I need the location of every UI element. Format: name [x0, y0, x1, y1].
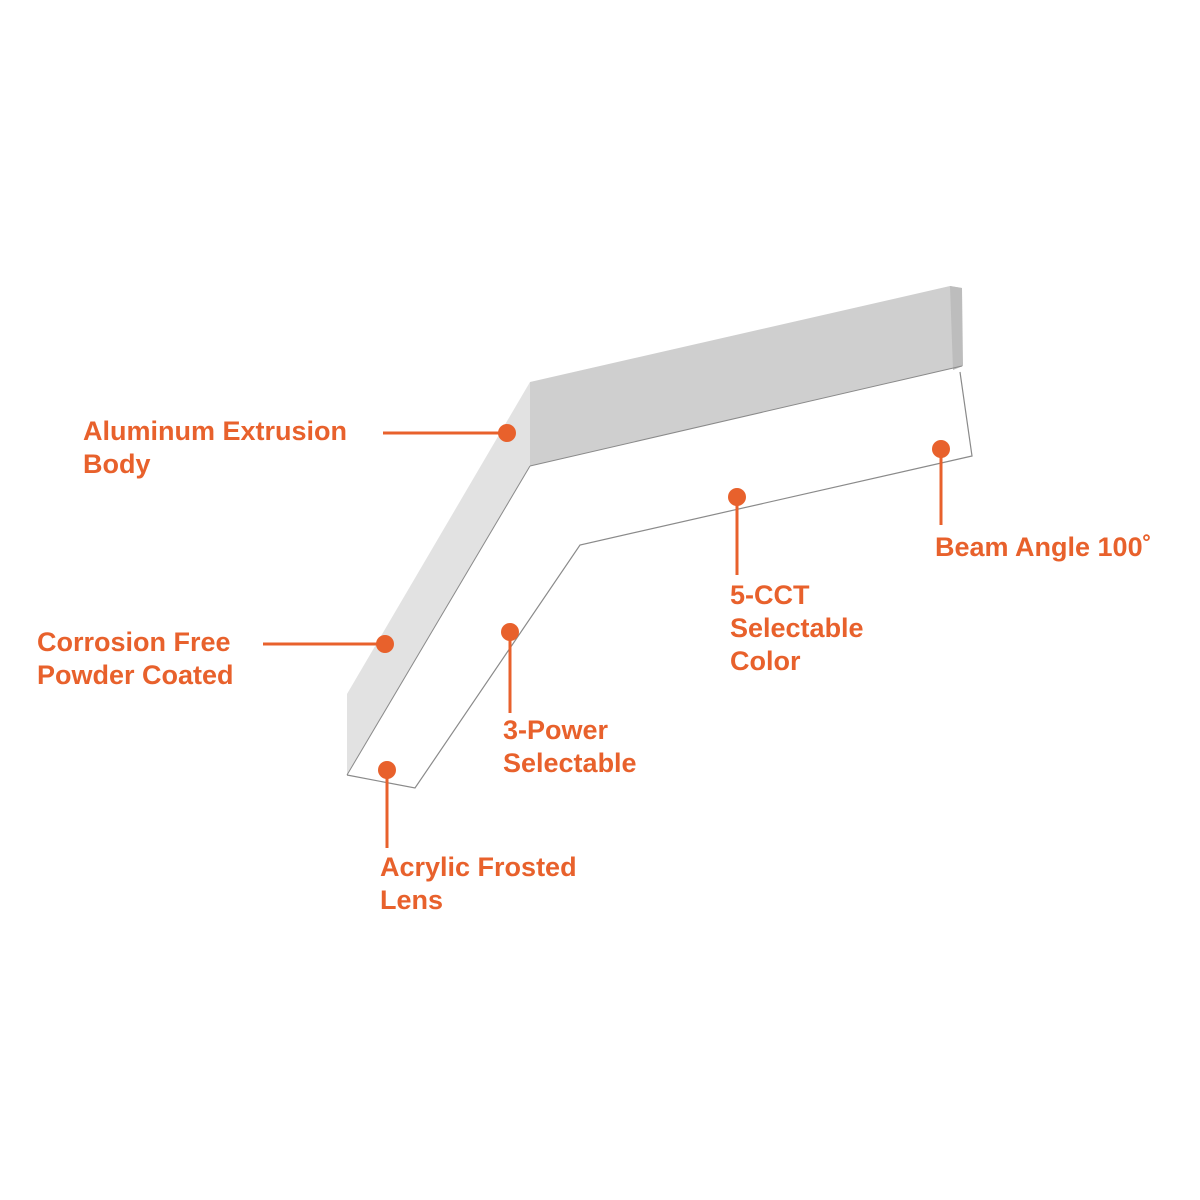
callout-leaders	[263, 424, 950, 848]
callout-dot-coating	[376, 635, 394, 653]
callout-text: Beam Angle 100˚	[935, 532, 1152, 562]
callout-dot-power	[501, 623, 519, 641]
callout-text: Selectable	[503, 748, 637, 778]
callout-text: Powder Coated	[37, 660, 234, 690]
callout-dot-body	[498, 424, 516, 442]
fixture-end-cap	[950, 286, 963, 370]
callout-dot-cct	[728, 488, 746, 506]
fixture-long-side-face	[530, 286, 962, 466]
callout-text: 5-CCT	[730, 580, 810, 610]
callout-text: Color	[730, 646, 801, 676]
callout-label-lens: Acrylic Frosted Lens	[380, 851, 577, 917]
fixture-body	[346, 286, 973, 789]
lens-outline	[346, 371, 973, 789]
callout-dot-beam	[932, 440, 950, 458]
callout-text: Body	[83, 449, 151, 479]
callout-text: Lens	[380, 885, 444, 915]
callout-label-power: 3-Power Selectable	[503, 714, 637, 780]
fixture-edge	[346, 465, 531, 776]
callout-label-body: Aluminum Extrusion Body	[83, 415, 347, 481]
callout-text: Selectable	[730, 613, 864, 643]
fixture-short-side-face	[347, 382, 530, 775]
callout-dot-lens	[378, 761, 396, 779]
callout-label-cct: 5-CCT Selectable Color	[730, 579, 864, 678]
callout-text: 3-Power	[503, 715, 609, 745]
callout-label-coating: Corrosion Free Powder Coated	[37, 626, 234, 692]
callout-label-beam: Beam Angle 100˚	[935, 531, 1152, 564]
callout-text: Aluminum Extrusion	[83, 416, 348, 446]
callout-text: Corrosion Free	[37, 627, 231, 657]
fixture-edge	[529, 365, 963, 467]
callout-text: Acrylic Frosted	[380, 852, 577, 882]
